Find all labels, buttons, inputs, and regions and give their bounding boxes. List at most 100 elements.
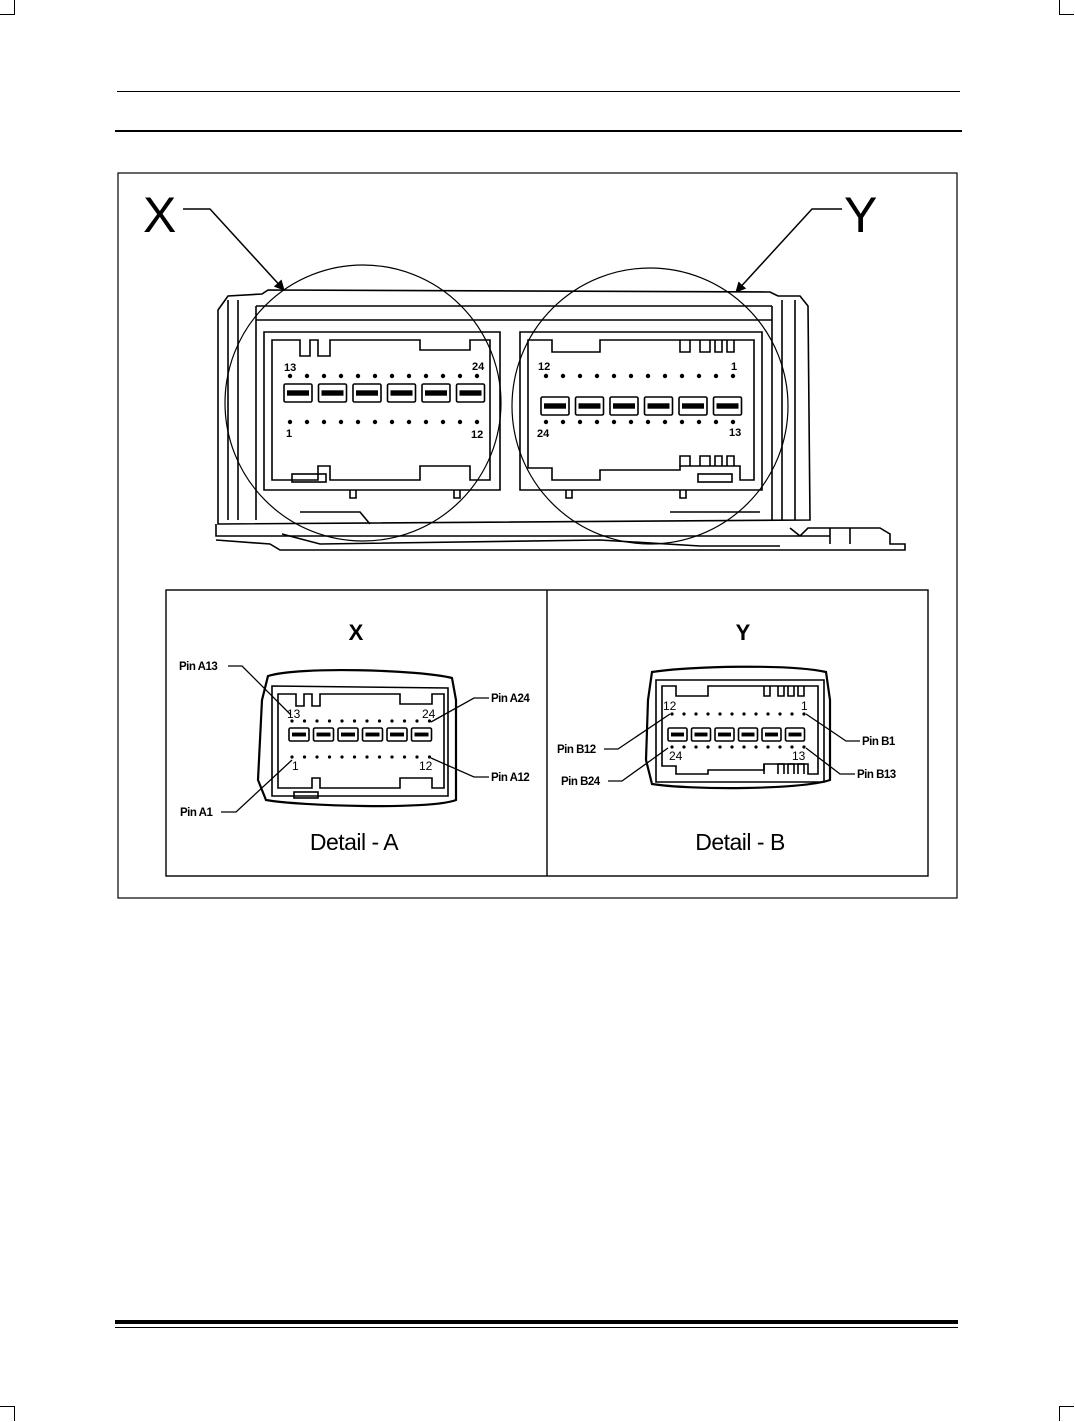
pin-dot [355, 373, 361, 379]
terminal-blade [718, 732, 731, 737]
terminal-slot [714, 727, 735, 742]
terminal-blade [671, 732, 684, 737]
pin-dot [474, 373, 480, 379]
main-b-pin-1: 1 [731, 361, 737, 373]
terminal-slot [690, 727, 712, 742]
pin-dot [628, 419, 634, 425]
pin-dot [427, 719, 432, 723]
connector-b-pins [540, 373, 743, 425]
pin-dot [778, 712, 782, 716]
detail-b-pin-24: 24 [669, 749, 683, 763]
pin-dot [730, 712, 734, 716]
label-pin-a1: Pin A1 [180, 807, 213, 819]
terminal-blade [741, 732, 755, 737]
terminal-blade [356, 390, 378, 396]
terminal-slot [410, 727, 433, 742]
pin-dot [389, 373, 395, 379]
header-rule-top [117, 91, 960, 92]
terminal-slot [574, 396, 605, 416]
pin-dot [287, 419, 293, 425]
terminal-slot [352, 383, 382, 403]
footer-rule-thick [115, 1320, 958, 1324]
terminal-blade [716, 403, 739, 409]
terminal-slot [288, 727, 310, 742]
terminal-slot [678, 396, 708, 416]
terminal-slot [540, 396, 570, 416]
header-rule-bottom [115, 130, 962, 132]
label-pin-b12: Pin B12 [557, 744, 596, 756]
detail-b-heading: Y [736, 620, 751, 645]
terminal-blade [414, 732, 429, 737]
main-b-pin-24: 24 [537, 428, 550, 440]
pin-dot [327, 719, 332, 723]
pin-dot [543, 373, 549, 379]
pin-dot [662, 373, 668, 379]
terminal-blade [647, 403, 670, 409]
pin-dot [679, 419, 685, 425]
pin-dot [543, 419, 549, 425]
terminal-slot [455, 383, 486, 403]
pin-dot [713, 419, 719, 425]
pin-dot [718, 745, 722, 749]
pin-dot [365, 755, 369, 759]
pin-dot [628, 373, 634, 379]
pin-dot [327, 755, 332, 759]
pin-dot [730, 745, 734, 749]
pin-dot [315, 719, 319, 723]
detail-a-caption: Detail - A [310, 829, 399, 855]
crop-mark-top-right [1059, 0, 1074, 15]
terminal-blade [425, 390, 447, 396]
pin-dot [377, 755, 382, 759]
pin-dot [679, 373, 685, 379]
pin-dot [802, 712, 806, 716]
pin-dot [440, 419, 446, 425]
pin-dot [287, 373, 293, 379]
pin-dot [304, 419, 310, 425]
pin-dot [390, 719, 394, 723]
label-pin-a24: Pin A24 [491, 693, 530, 705]
pin-dot [802, 745, 806, 749]
pin-dot [406, 373, 412, 379]
main-a-pin-13: 13 [284, 362, 296, 374]
leader-pin-a24 [430, 697, 489, 723]
terminal-blade [316, 732, 331, 737]
label-pin-b24: Pin B24 [561, 776, 601, 788]
terminal-slot [784, 727, 806, 742]
terminal-blade [544, 403, 566, 409]
terminal-slot [312, 727, 335, 742]
detail-b-pin-12: 12 [663, 699, 677, 713]
pin-dot [415, 719, 419, 723]
pin-dot [427, 755, 432, 759]
terminal-blade [682, 403, 704, 409]
terminal-blade [287, 390, 309, 396]
pin-dot [742, 745, 746, 749]
pin-dot [302, 755, 307, 759]
terminal-blade [765, 732, 778, 737]
detail-b-pin-1: 1 [801, 699, 808, 713]
pin-dot [682, 745, 686, 749]
terminal-blade [459, 390, 482, 396]
pin-dot [778, 745, 782, 749]
callout-y-leader [735, 208, 842, 293]
pin-dot [645, 373, 651, 379]
pin-dot [352, 755, 357, 759]
pin-dot [290, 755, 294, 759]
leader-pin-b13 [805, 747, 855, 775]
footer-rule-thin [115, 1327, 958, 1328]
detail-a-heading: X [349, 620, 364, 645]
terminal-slot [317, 383, 348, 403]
pin-dot [415, 755, 419, 759]
callout-y: Y [844, 187, 877, 243]
detail-b-connector [644, 665, 832, 790]
leader-pin-b24 [608, 747, 669, 782]
pin-dot [696, 373, 702, 379]
pin-dot [321, 419, 327, 425]
pin-dot [706, 712, 710, 716]
pin-dot [338, 419, 344, 425]
pin-dot [790, 712, 794, 716]
pin-dot [577, 373, 583, 379]
pin-dot [718, 712, 722, 716]
pin-dot [315, 755, 319, 759]
main-a-pin-1: 1 [286, 428, 292, 440]
connector-b-shroud [519, 331, 763, 499]
